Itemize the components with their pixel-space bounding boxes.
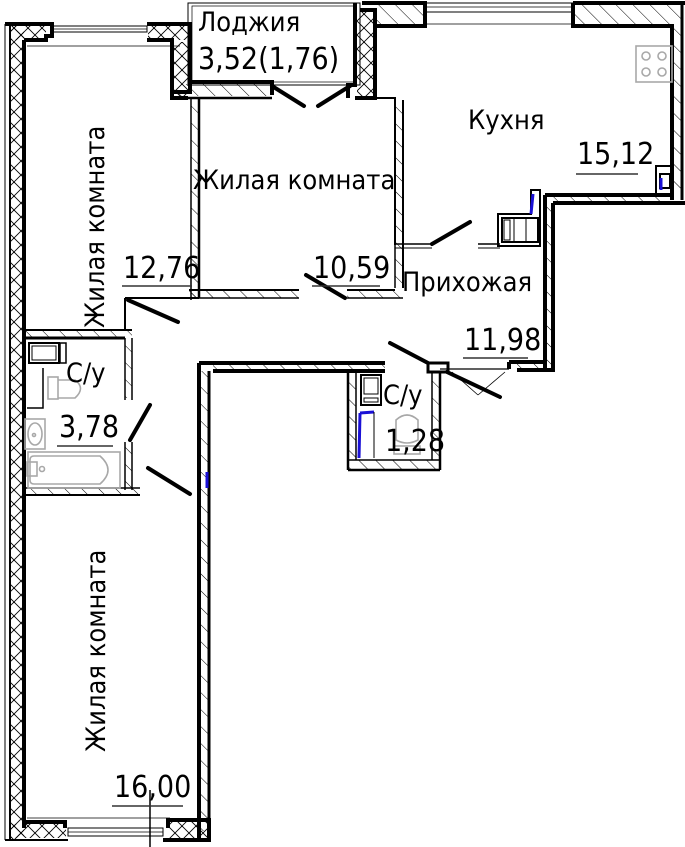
outer-wall-bottom bbox=[5, 790, 211, 847]
room-kitchen: Кухня 15,12 bbox=[468, 105, 654, 172]
room-area: 1,28 bbox=[385, 424, 445, 459]
loggia-door bbox=[270, 84, 352, 108]
room-name: Лоджия bbox=[198, 7, 300, 38]
room-area: 16,00 bbox=[114, 770, 191, 805]
room-name: С/у bbox=[66, 358, 106, 389]
sink-icon bbox=[24, 418, 46, 450]
toilet-icon bbox=[47, 376, 82, 400]
pipe-riser-kitchen bbox=[655, 165, 673, 195]
room-living-left-top: Жилая комната 12,76 bbox=[80, 126, 200, 328]
room-area: 11,98 bbox=[464, 323, 541, 358]
room-area: 3,78 bbox=[59, 410, 119, 445]
room-bathroom-small: С/у 1,28 bbox=[383, 380, 445, 459]
left-bathroom-riser bbox=[27, 342, 67, 409]
stove-icon bbox=[635, 45, 673, 83]
room-area: 10,59 bbox=[313, 251, 390, 286]
wall-right-lower-room bbox=[197, 361, 211, 840]
outer-wall-left bbox=[4, 22, 54, 840]
room-area: 12,76 bbox=[123, 251, 200, 286]
room-living-left-bottom: Жилая комната 16,00 bbox=[81, 550, 191, 805]
room-living-center: Жилая комната 10,59 bbox=[193, 165, 395, 286]
room-name: С/у bbox=[383, 380, 423, 411]
room-name: Жилая комната bbox=[193, 165, 395, 196]
room-area: 3,52(1,76) bbox=[198, 42, 339, 77]
small-bathroom-walls bbox=[205, 361, 442, 472]
bathtub-icon bbox=[26, 451, 121, 489]
room-name: Жилая комната bbox=[81, 550, 112, 752]
small-bathroom-riser bbox=[357, 374, 382, 459]
window-top-left bbox=[27, 25, 180, 47]
room-loggia: Лоджия 3,52(1,76) bbox=[198, 7, 339, 77]
room-name: Прихожая bbox=[402, 267, 532, 298]
toilet-icon bbox=[393, 414, 421, 455]
center-room-walls bbox=[189, 289, 403, 299]
kitchen-walls bbox=[362, 1, 685, 372]
room-name: Кухня bbox=[468, 105, 544, 136]
partition-left-room-right bbox=[190, 98, 201, 300]
room-bathroom-left: С/у 3,78 bbox=[59, 358, 119, 445]
bathroom-door bbox=[126, 298, 192, 496]
room-area: 15,12 bbox=[577, 137, 654, 172]
room-hallway: Прихожая 11,98 bbox=[402, 267, 541, 358]
left-bathroom-walls bbox=[24, 297, 199, 496]
room-name: Жилая комната bbox=[80, 126, 111, 328]
partition-kitchen-center bbox=[375, 97, 404, 290]
hallway-walls bbox=[388, 189, 553, 399]
